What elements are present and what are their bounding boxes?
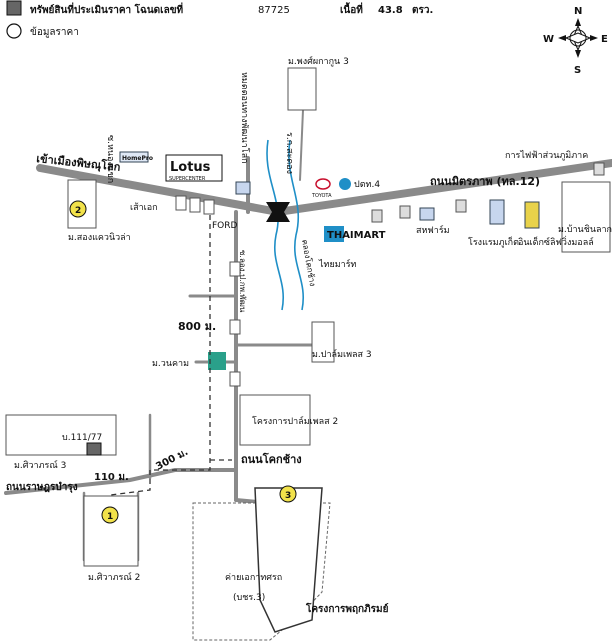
pongsupakan-label: ม.พงศ์ผกากูน 3	[288, 55, 349, 67]
area-value: 43.8	[378, 5, 403, 16]
lotus-sub: SUPERCENTER	[169, 176, 206, 182]
canal-a-label: ร.ก.สะดอง	[284, 132, 294, 174]
sign-icon	[593, 162, 605, 176]
marker-3-label: 3	[285, 491, 291, 501]
shop-sign-icon	[235, 181, 251, 195]
asset-legend-swatch	[6, 0, 22, 16]
toyota-label: TOYOTA	[311, 193, 332, 199]
homepro-label: HomePro	[122, 155, 153, 162]
distance-800: 800 ม.	[178, 320, 216, 333]
shop-block	[229, 319, 241, 335]
sahafarm-label: สหฟาร์ม	[416, 224, 450, 236]
index-icon	[524, 201, 540, 229]
pongsupakan-lane	[299, 109, 304, 181]
hotel-label: โรงแรมภูเก็ต	[468, 235, 519, 248]
shop-block	[229, 371, 241, 387]
phrukrom-label: โครงการพฤกภิรมย์	[305, 602, 389, 615]
toyota-icon	[315, 178, 331, 190]
canal-left	[266, 139, 284, 311]
canal-b-label: คลองโคกช้าง	[300, 239, 318, 287]
palmpalace2-label: โครงการปาล์มเพลส 2	[252, 415, 338, 427]
baan-chinlak-label: ม.บ้านชินลาก	[558, 224, 612, 235]
marker-3	[279, 485, 297, 503]
lotus-label: Lotus	[170, 160, 211, 175]
area-label: เนื้อที่	[340, 2, 363, 16]
ford-label: FORD	[212, 221, 238, 231]
house-no-label: บ.111/77	[62, 433, 102, 443]
homepro-logo	[119, 151, 149, 163]
baan-chinlak-block	[561, 181, 611, 253]
compass-n: N	[574, 6, 582, 17]
wanaram-label: ม.วนคาม	[152, 359, 189, 369]
shop-block	[203, 199, 215, 215]
mittraphap-label: ถนนมิตรภาพ (ทล.12)	[430, 175, 540, 188]
ptt-icon	[339, 178, 351, 190]
wanaram-icon	[208, 352, 226, 370]
ptt-label: ปตท.4	[354, 180, 380, 190]
index-label: อินเด็กซ์ลิฟวิ่งมอลล์	[518, 235, 594, 248]
price-legend-swatch	[6, 23, 22, 39]
pongsupakan-block	[287, 67, 317, 111]
area-unit: ตรว.	[412, 5, 433, 16]
thaimart-logo	[324, 226, 344, 242]
marker-2-label: 2	[75, 206, 81, 216]
distance-110: 110 ม.	[94, 472, 129, 483]
shop-block	[229, 261, 241, 277]
rat-bamrung-road	[4, 468, 238, 495]
songkhwa-label: ม.สองแควนิวล่า	[68, 232, 131, 243]
deed-number: 87725	[258, 5, 290, 16]
compass-icon	[558, 18, 598, 58]
rat-bamrung-label: ถนนราษฎรบำรุง	[6, 481, 78, 493]
thaimart-label: ไทยมาร์ท	[318, 258, 357, 270]
compass-s: S	[574, 65, 581, 76]
electric-label: การไฟฟ้าส่วนภูมิภาค	[505, 150, 588, 161]
canal-right	[288, 139, 304, 311]
marker-1	[101, 506, 119, 524]
subject-property	[86, 442, 102, 456]
sahafarm-icon	[419, 207, 435, 221]
bridge-icon	[266, 202, 290, 222]
sign-icon	[455, 199, 467, 213]
lotus-logo	[165, 154, 223, 182]
camp-sub-label: (บชร.3)	[233, 593, 265, 603]
siwaporn2-label: ม.ศิวาภรณ์ 2	[88, 571, 140, 583]
sign-icon	[371, 209, 383, 223]
marker-2	[69, 200, 87, 218]
side-lane-label: ซ.ลอง.ป.กพ.พัฒน	[238, 250, 247, 313]
shop-block	[189, 197, 201, 213]
marker-1-label: 1	[107, 512, 113, 522]
palmpalace3-label: ม.ปาล์มเพลส 3	[312, 348, 372, 360]
compass-w: W	[543, 34, 554, 45]
siwaporn3-label: ม.ศิวาภรณ์ 3	[14, 459, 66, 471]
camp-label: ค่ายเอกาทศรถ	[225, 573, 282, 583]
soi-nongaek-label: ซ.หนองแขก	[105, 135, 115, 183]
palm3-block	[311, 321, 335, 363]
saiek-label: เส้าเอก	[130, 202, 158, 213]
palm2-block	[239, 394, 311, 446]
khok-chang-label: ถนนโคกช้าง	[241, 452, 302, 466]
hotel-icon	[489, 199, 505, 225]
siwaporn2-block	[83, 495, 139, 567]
phrukrom-area	[254, 487, 323, 633]
route-line	[109, 215, 211, 496]
price-legend-label: ข้อมูลราคา	[30, 26, 79, 38]
thaimart-logo-text: THAIMART	[327, 230, 386, 241]
asset-legend-label: ทรัพย์สินที่ประเมินราคา โฉนดเลขที่	[30, 2, 184, 16]
compass-e: E	[601, 34, 608, 45]
shop-block	[175, 195, 187, 211]
branch-road-label: หมดตอนทางพัฒนาโลก	[239, 72, 250, 164]
sign-icon	[399, 205, 411, 219]
